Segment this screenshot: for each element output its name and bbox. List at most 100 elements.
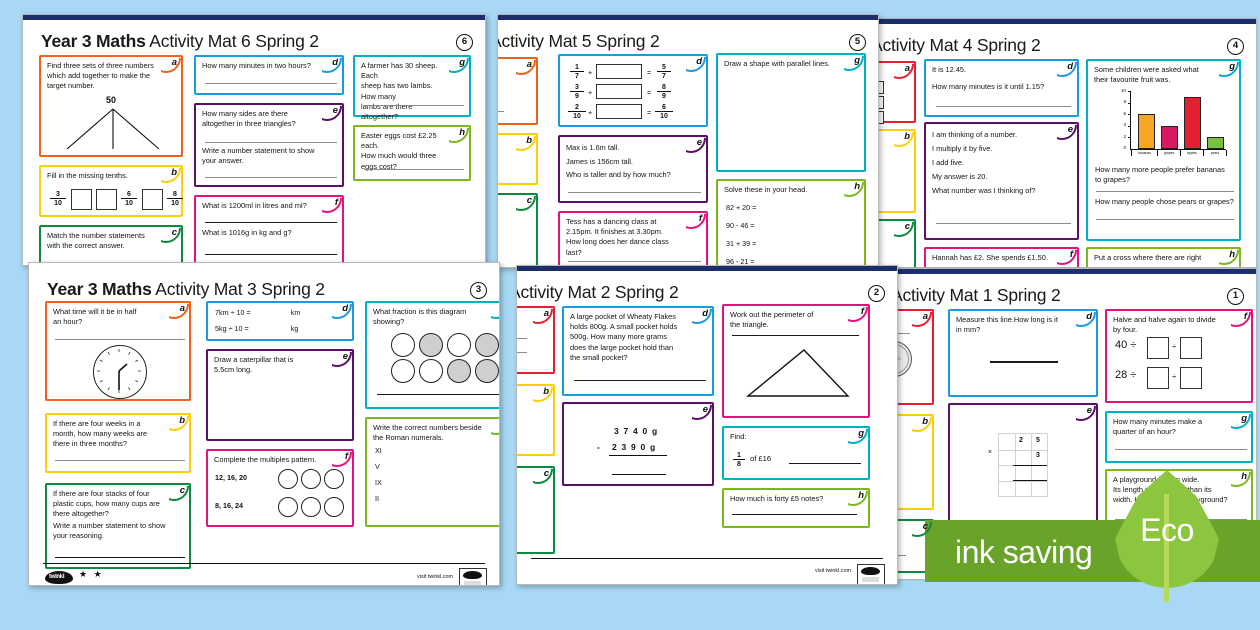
answer-box[interactable] xyxy=(1147,337,1169,359)
answer-rule[interactable] xyxy=(732,514,857,516)
answer-rule[interactable] xyxy=(896,555,906,556)
card-mat4-c[interactable]: c xyxy=(876,219,916,267)
card-mat1-f[interactable]: f Halve and halve again to divide by fou… xyxy=(1105,309,1253,403)
card-mat3-g[interactable]: g What fraction is this diagram showing? xyxy=(365,301,499,409)
card-mat3-c[interactable]: c If there are four stacks of four plast… xyxy=(45,483,191,569)
answer-rule[interactable] xyxy=(364,169,464,170)
card-mat6-e[interactable]: e How many sides are there altogether in… xyxy=(194,103,344,187)
card-mat5-g[interactable]: g Draw a shape with parallel lines. xyxy=(716,53,866,172)
answer-rule[interactable] xyxy=(896,333,910,334)
answer-rule[interactable] xyxy=(517,338,527,339)
answer-box[interactable] xyxy=(142,189,163,210)
answer-rule[interactable] xyxy=(789,463,861,465)
card-mat2-f[interactable]: f Work out the perimeter of the triangle… xyxy=(722,304,870,418)
answer-rule[interactable] xyxy=(936,223,1071,224)
answer-circle[interactable] xyxy=(278,497,298,517)
answer-circle[interactable] xyxy=(301,497,321,517)
answer-rule[interactable] xyxy=(205,142,337,143)
card-mat5-c[interactable]: c 70 01 19 xyxy=(498,193,538,267)
card-mat3-h[interactable]: h Write the correct numbers beside the R… xyxy=(365,417,499,527)
card-mat4-e[interactable]: e I am thinking of a number. I multiply … xyxy=(924,122,1079,240)
answer-rule[interactable] xyxy=(1096,191,1234,192)
card-mat2-a[interactable]: a n xyxy=(517,306,555,374)
answer-rule[interactable] xyxy=(55,460,185,461)
answer-rule[interactable] xyxy=(612,474,666,476)
card-mat4-b[interactable]: b xyxy=(876,129,916,213)
card-mat4-f[interactable]: f Hannah has £2. She spends £1.50. xyxy=(924,247,1079,267)
answer-box[interactable] xyxy=(96,189,117,210)
answer-box[interactable] xyxy=(1180,367,1202,389)
card-mat6-d[interactable]: d How many minutes in two hours? xyxy=(194,55,344,95)
card-mat5-f[interactable]: f Tess has a dancing class at 2.15pm. It… xyxy=(558,211,708,267)
sheet-mat-6[interactable]: Year 3 Maths Activity Mat 6 Spring 2 6 a… xyxy=(22,14,486,266)
answer-rule[interactable] xyxy=(205,222,337,224)
card-mat2-d[interactable]: d A large pocket of Wheaty Flakes holds … xyxy=(562,306,714,396)
answer-box[interactable] xyxy=(876,81,884,94)
card-mat6-c[interactable]: c Match the number statements with the c… xyxy=(39,225,183,265)
answer-rule[interactable] xyxy=(568,192,701,193)
sheet-mat-3[interactable]: Year 3 Maths Activity Mat 3 Spring 2 3 a… xyxy=(28,262,500,586)
card-mat3-a[interactable]: a What time will it be in half an hour? xyxy=(45,301,191,401)
sheet-mat-4[interactable]: Activity Mat 4 Spring 2 4 d a b c d It i… xyxy=(875,18,1257,268)
card-mat1-a[interactable]: a ? PENCE xyxy=(896,309,934,405)
answer-rule[interactable] xyxy=(205,177,337,178)
card-mat1-g[interactable]: g How many minutes make a quarter of an … xyxy=(1105,411,1253,463)
answer-box[interactable] xyxy=(596,64,642,79)
answer-rule[interactable] xyxy=(1096,219,1234,220)
card-mat6-h[interactable]: h Easter eggs cost £2.25 each. How much … xyxy=(353,125,471,181)
card-mat6-g[interactable]: g A farmer has 30 sheep. Each sheep has … xyxy=(353,55,471,121)
answer-box[interactable] xyxy=(1147,367,1169,389)
sheet-mat-2[interactable]: Activity Mat 2 Spring 2 2 a n b t c d A … xyxy=(516,265,898,585)
answer-box[interactable] xyxy=(876,96,884,109)
card-mat4-h[interactable]: h Put a cross where there are right xyxy=(1086,247,1241,267)
card-mat2-c[interactable]: c xyxy=(517,466,555,554)
answer-box[interactable] xyxy=(1180,337,1202,359)
sheet-mat-5[interactable]: Activity Mat 5 Spring 2 5 a sow b c 70 0… xyxy=(497,14,879,268)
answer-rule[interactable] xyxy=(377,394,499,396)
card-mat6-f[interactable]: f What is 1200ml in litres and ml? What … xyxy=(194,195,344,265)
answer-rule[interactable] xyxy=(517,352,527,353)
card-mat1-d[interactable]: d Measure this line.How long is it in mm… xyxy=(948,309,1098,397)
answer-rule[interactable] xyxy=(1115,449,1247,450)
column-multiplication-grid[interactable]: 2 5 3 xyxy=(998,433,1048,497)
answer-circle[interactable] xyxy=(301,469,321,489)
card-mat5-h[interactable]: h Solve these in your head. 82 + 20 = 90… xyxy=(716,179,866,267)
card-mat5-e[interactable]: e Max is 1.6m tall. James is 156cm tall.… xyxy=(558,135,708,203)
card-mat2-e[interactable]: e 3 7 4 0 g - 2 3 9 0 g xyxy=(562,402,714,486)
card-mat4-d[interactable]: d It is 12.45. How many minutes is it un… xyxy=(924,59,1079,117)
card-mat3-d[interactable]: d 7km ÷ 10 = km 5kg ÷ 10 = kg xyxy=(206,301,354,341)
card-mat1-e[interactable]: e 2 5 3 × xyxy=(948,403,1098,529)
answer-rule[interactable] xyxy=(498,111,504,112)
answer-rule[interactable] xyxy=(205,83,337,84)
answer-box[interactable] xyxy=(71,189,92,210)
answer-circle[interactable] xyxy=(324,497,344,517)
answer-rule[interactable] xyxy=(364,105,464,106)
card-mat3-f[interactable]: f Complete the multiples pattern. 12, 16… xyxy=(206,449,354,527)
answer-rule[interactable] xyxy=(574,380,706,382)
answer-rule[interactable] xyxy=(568,261,701,262)
card-mat4-g[interactable]: g Some children were asked what their fa… xyxy=(1086,59,1241,241)
answer-rule[interactable] xyxy=(205,254,337,256)
answer-box[interactable] xyxy=(596,84,642,99)
card-mat5-b[interactable]: b xyxy=(498,133,538,185)
card-mat2-h[interactable]: h How much is forty £5 notes? xyxy=(722,488,870,528)
answer-box[interactable] xyxy=(876,111,884,124)
answer-circle[interactable] xyxy=(324,469,344,489)
answer-circle[interactable] xyxy=(278,469,298,489)
answer-rule[interactable] xyxy=(732,335,859,337)
answer-rule[interactable] xyxy=(936,106,1071,107)
answer-rule[interactable] xyxy=(55,557,185,559)
card-mat3-b[interactable]: b If there are four weeks in a month, ho… xyxy=(45,413,191,473)
card-mat4-a[interactable]: d a xyxy=(876,61,916,124)
card-mat2-b[interactable]: b t xyxy=(517,384,555,456)
card-mat6-a[interactable]: a Find three sets of three numbers which… xyxy=(39,55,183,157)
card-mat5-a[interactable]: a sow xyxy=(498,57,538,125)
answer-box[interactable] xyxy=(596,104,642,119)
card-mat1-b[interactable]: b xyxy=(896,414,934,510)
card-mat3-e[interactable]: e Draw a caterpillar that is 5.5cm long. xyxy=(206,349,354,441)
q-line: What number was I thinking of? xyxy=(932,186,1036,195)
answer-rule[interactable] xyxy=(55,339,185,340)
